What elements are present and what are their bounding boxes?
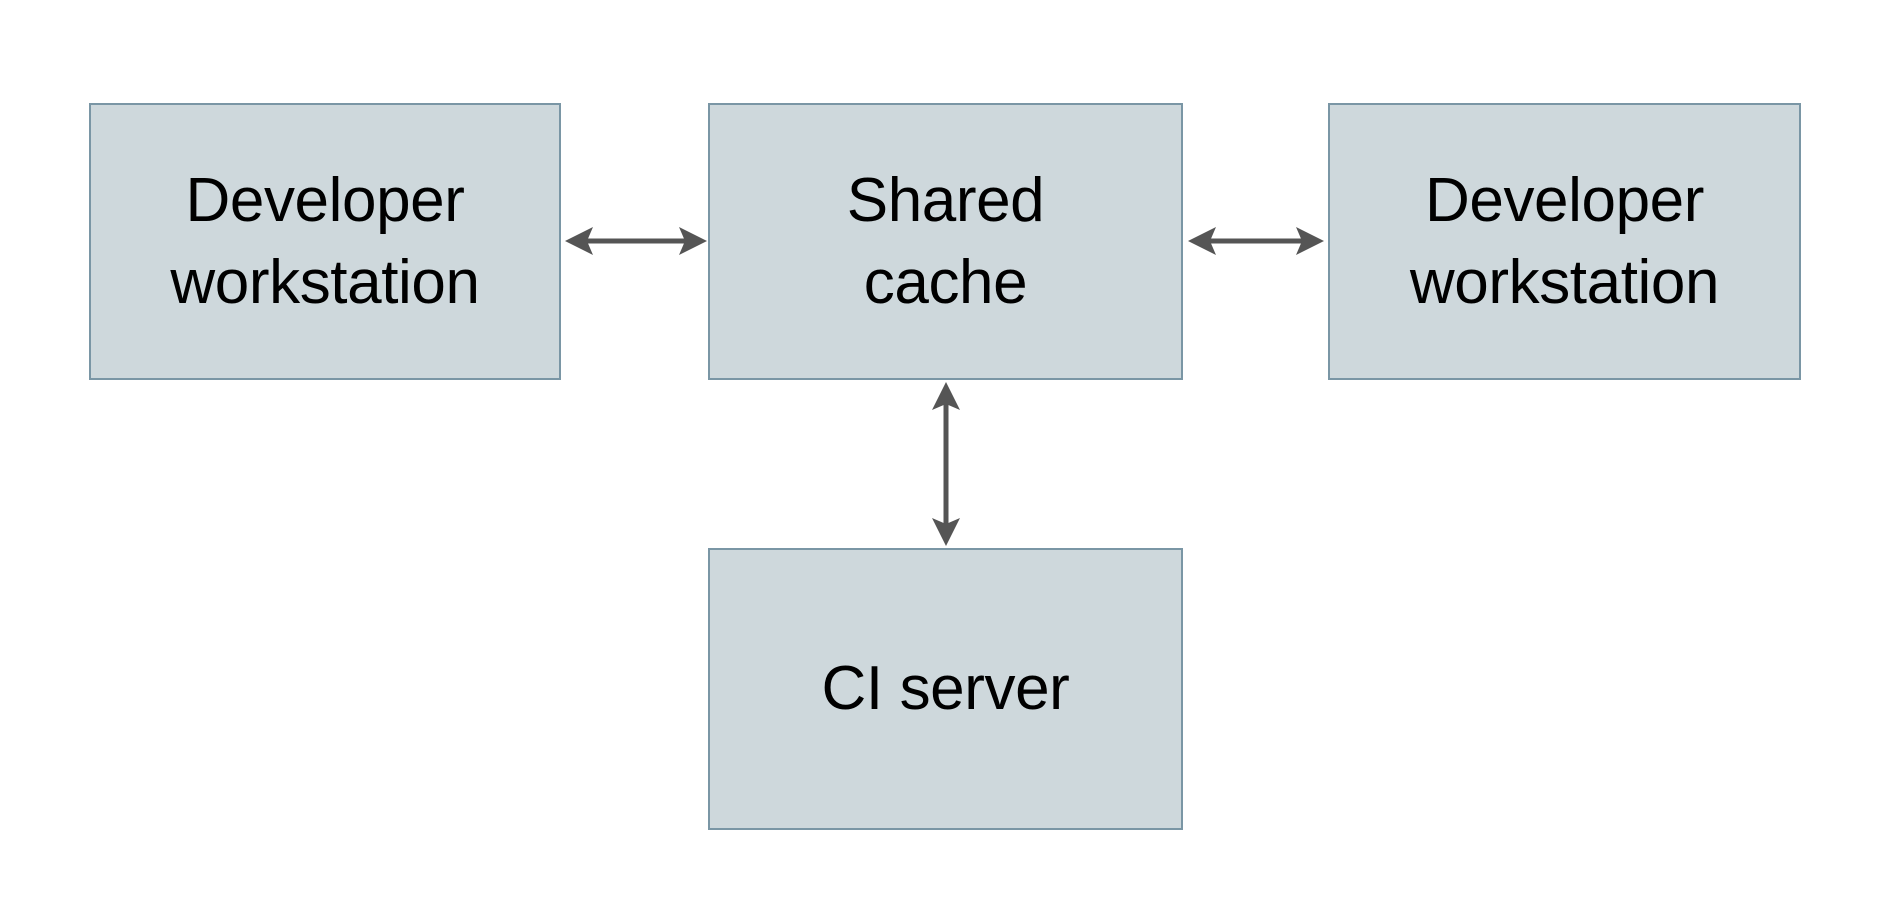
double-arrow-vertical-icon (932, 382, 960, 546)
node-ci-server[interactable]: CI server (708, 548, 1183, 830)
node-label: Developer workstation (170, 165, 480, 317)
node-developer-workstation-right[interactable]: Developer workstation (1328, 103, 1801, 380)
edge-shared-cache-to-right-workstation[interactable] (1186, 210, 1326, 272)
double-arrow-icon (565, 227, 707, 255)
node-label: Developer workstation (1409, 165, 1720, 317)
edge-left-workstation-to-shared-cache[interactable] (563, 210, 709, 272)
node-label: CI server (821, 654, 1070, 724)
node-shared-cache[interactable]: Shared cache (708, 103, 1183, 380)
edge-shared-cache-to-ci-server[interactable] (915, 380, 977, 548)
node-developer-workstation-left[interactable]: Developer workstation (89, 103, 561, 380)
double-arrow-icon (1188, 227, 1324, 255)
node-label: Shared cache (846, 165, 1045, 317)
